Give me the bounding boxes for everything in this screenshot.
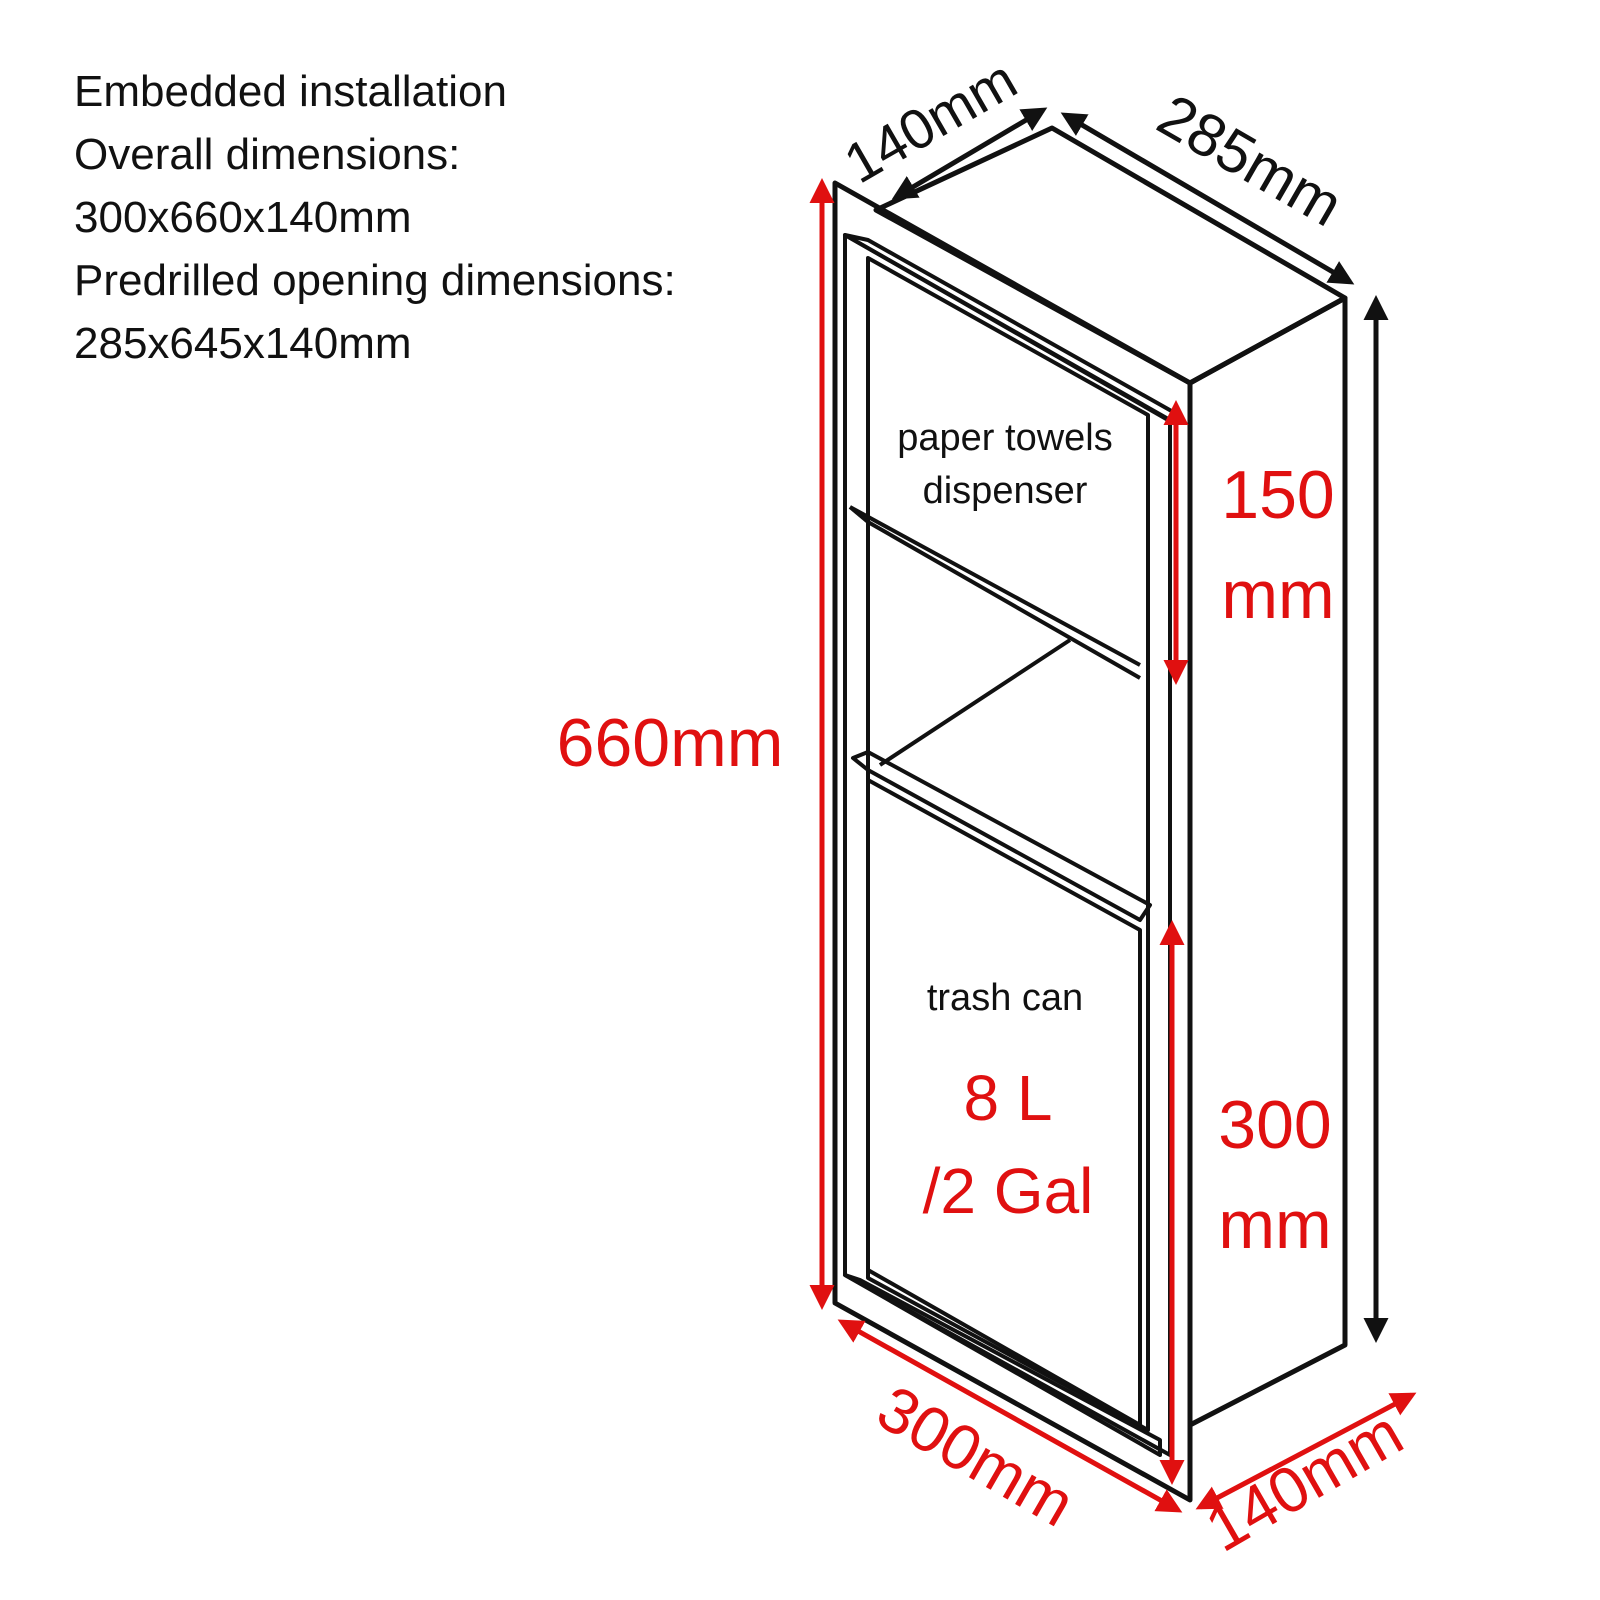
dim-arrow-top-depth	[891, 107, 1048, 200]
label-upper-value: 150	[1221, 457, 1334, 533]
dim-arrow-bottom-depth	[1195, 1392, 1417, 1510]
label-lower-unit: mm	[1218, 1187, 1331, 1263]
label-capacity-line1: 8 L	[964, 1062, 1053, 1134]
label-top-depth: 140mm	[834, 47, 1027, 195]
label-lower-compartment: trash can	[927, 977, 1083, 1019]
label-lower-value: 300	[1218, 1087, 1331, 1163]
info-line-overall-label: Overall dimensions:	[74, 130, 461, 179]
upper-shelf-edge	[848, 505, 870, 524]
label-upper-unit: mm	[1221, 557, 1334, 633]
label-upper-compartment-line1: paper towels	[897, 417, 1112, 459]
info-line-opening-label: Predrilled opening dimensions:	[74, 256, 676, 305]
label-bottom-depth: 140mm	[1194, 1396, 1415, 1565]
info-line-opening-value: 285x645x140mm	[74, 319, 412, 368]
cabinet-front-frame	[832, 180, 1193, 1503]
info-line-overall-value: 300x660x140mm	[74, 193, 412, 242]
label-height: 660mm	[557, 705, 784, 781]
dim-arrow-top-width	[1060, 112, 1355, 285]
back-panel-line	[878, 638, 1072, 767]
info-line-installation: Embedded installation	[74, 67, 507, 116]
upper-shelf-front	[849, 505, 1141, 667]
lower-shelf	[851, 750, 1152, 922]
dim-arrow-bottom-width	[837, 1319, 1183, 1513]
label-top-width: 285mm	[1147, 81, 1354, 239]
info-text-block: Embedded installation Overall dimensions…	[74, 60, 676, 375]
label-upper-compartment-line2: dispenser	[923, 470, 1088, 512]
top-lip	[843, 233, 1177, 422]
upper-shelf-back	[867, 520, 1141, 680]
label-capacity-line2: /2 Gal	[923, 1155, 1094, 1227]
